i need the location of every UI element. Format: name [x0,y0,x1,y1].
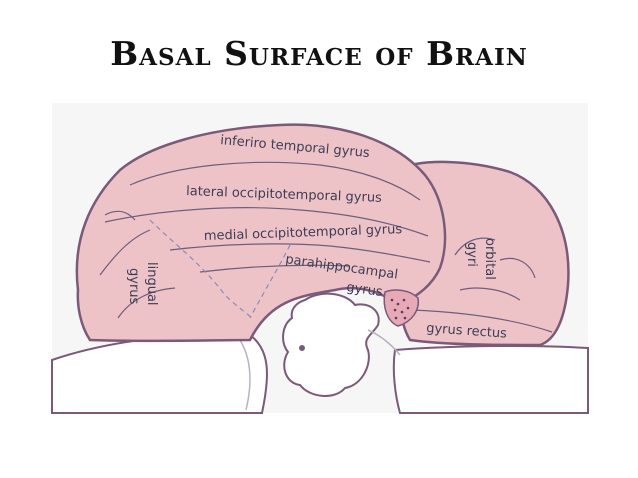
perforated-substance-dots [390,298,410,320]
sulcus-1 [129,161,421,201]
label-lingual-gyrus: gyrus [126,268,141,305]
label-orbital: orbital [482,238,497,280]
sulcus-3 [169,243,431,263]
label-gyrus-rectus: gyrus rectus [426,321,508,342]
orbital-sulcus-2 [499,257,536,279]
sulcus-5 [99,229,151,276]
label-parahippocampal-gyrus: gyrus [345,280,383,300]
page-title: Basal Surface of Brain [110,34,528,73]
orbital-sulcus-1 [454,237,496,256]
label-lingual: lingual [144,262,159,306]
midbrain-dot [299,345,305,351]
sulcus-2 [104,207,429,237]
sulcus-7 [104,210,136,221]
brainstem-connector [367,329,401,356]
temporal-occipital-lobe [75,123,447,343]
sulcus-4 [199,264,351,273]
olfactory-sulcus [411,309,553,333]
orbital-sulcus-3 [459,287,521,301]
cerebellum-inner-line [239,339,251,411]
midbrain-section [282,292,380,397]
label-lateral-occipitotemporal-gyrus: lateral occipitotemporal gyrus [186,184,382,206]
label-medial-occipitotemporal-gyrus: medial occipitotemporal gyrus [204,222,403,244]
label-orbital-gyri: gyri [464,242,479,267]
right-base [392,344,589,414]
dashed-boundary-2 [249,244,291,319]
sulcus-6 [117,287,176,319]
dashed-boundary [149,219,253,319]
